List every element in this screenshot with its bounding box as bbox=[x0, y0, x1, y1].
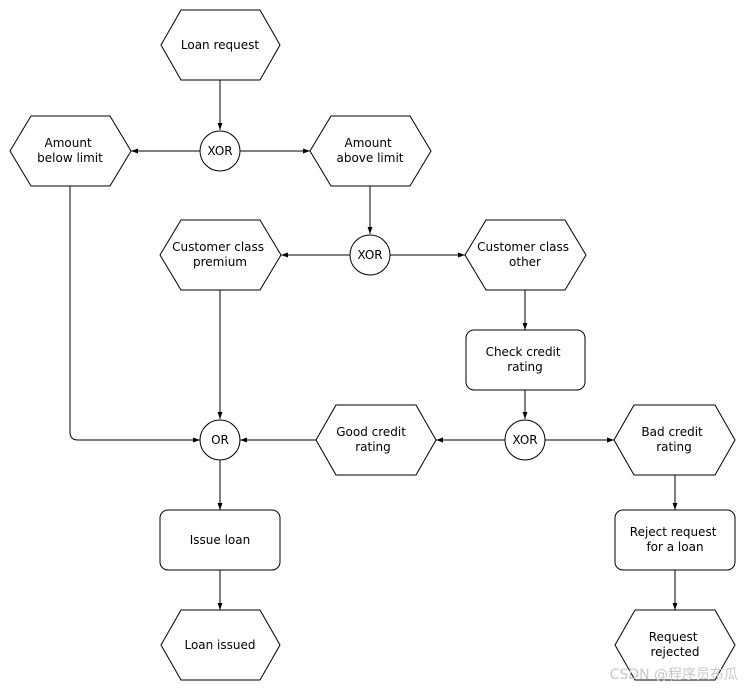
function-label-line-1: Check credit bbox=[486, 345, 561, 359]
event-label-line-1: Request bbox=[649, 630, 698, 644]
svg-text:Request rejected: Request rejected bbox=[649, 630, 702, 659]
event-label-line-2: premium bbox=[193, 255, 247, 269]
event-amount-below-limit: Amount below limit bbox=[9, 115, 132, 187]
event-loan-issued: Loan issued bbox=[160, 609, 281, 681]
svg-text:Good credit rating: Good credit rating bbox=[336, 425, 410, 454]
event-label-line-1: Amount bbox=[345, 136, 392, 150]
edges bbox=[69, 80, 678, 610]
event-label-line-2: rating bbox=[355, 440, 391, 454]
hexagon-shape bbox=[315, 404, 437, 476]
event-customer-class-premium: Customer class premium bbox=[159, 219, 282, 291]
svg-text:Issue loan: Issue loan bbox=[190, 533, 250, 547]
event-label-line-2: other bbox=[509, 255, 541, 269]
svg-text:Bad credit rating: Bad credit rating bbox=[641, 425, 706, 454]
event-loan-request: Loan request bbox=[160, 9, 281, 81]
hexagon-shape bbox=[309, 115, 432, 187]
event-label-line-2: above limit bbox=[336, 151, 403, 165]
event-amount-above-limit: Amount above limit bbox=[309, 115, 432, 187]
connector-label: XOR bbox=[357, 248, 382, 262]
function-label-line-1: Reject request bbox=[630, 525, 717, 539]
event-label: Loan issued bbox=[184, 638, 255, 652]
event-label-line-1: Customer class bbox=[172, 240, 264, 254]
hexagon-shape bbox=[613, 404, 736, 476]
connector-circle bbox=[199, 130, 241, 172]
function-issue-loan: Issue loan bbox=[159, 509, 281, 571]
connector-circle bbox=[504, 419, 546, 461]
function-label-line-2: for a loan bbox=[646, 540, 703, 554]
hexagon-shape bbox=[9, 115, 132, 187]
event-label-line-1: Customer class bbox=[477, 240, 569, 254]
function-check-credit-rating: Check credit rating bbox=[465, 329, 586, 391]
edge-below-limit-to-or bbox=[69, 186, 200, 443]
event-label-line-1: Amount bbox=[45, 136, 92, 150]
hexagon-shape bbox=[160, 609, 281, 681]
event-customer-class-other: Customer class other bbox=[464, 219, 587, 291]
event-label-line-1: Good credit bbox=[336, 425, 406, 439]
svg-text:Customer class premium: Customer class premium bbox=[172, 240, 268, 269]
function-reject-request: Reject request for a loan bbox=[614, 509, 736, 571]
connector-xor-amount: XOR bbox=[199, 130, 241, 172]
svg-text:Loan issued: Loan issued bbox=[184, 638, 255, 652]
function-label-line-2: rating bbox=[507, 360, 543, 374]
function-label: Issue loan bbox=[190, 533, 250, 547]
connector-label: OR bbox=[211, 433, 229, 447]
hexagon-shape bbox=[159, 219, 282, 291]
watermark-text: CSDN @程序员布瓜 bbox=[610, 667, 738, 683]
hexagon-shape bbox=[464, 219, 587, 291]
connector-label: XOR bbox=[512, 433, 537, 447]
event-label-line-2: below limit bbox=[37, 151, 103, 165]
event-bad-credit-rating: Bad credit rating bbox=[613, 404, 736, 476]
connector-xor-customer: XOR bbox=[349, 234, 391, 276]
connector-label: XOR bbox=[207, 144, 232, 158]
connector-or-join: OR bbox=[199, 419, 241, 461]
svg-text:Check credit rating: Check credit rating bbox=[486, 345, 565, 374]
event-label: Loan request bbox=[181, 38, 260, 52]
event-label-line-1: Bad credit bbox=[641, 425, 703, 439]
svg-text:Customer class other: Customer class other bbox=[477, 240, 573, 269]
hexagon-shape bbox=[160, 9, 281, 81]
hexagon-shape bbox=[614, 609, 736, 681]
svg-text:Amount below limit: Amount below limit bbox=[37, 136, 103, 165]
svg-text:Amount above limit: Amount above limit bbox=[336, 136, 403, 165]
event-request-rejected: Request rejected bbox=[614, 609, 736, 681]
event-label-line-2: rejected bbox=[650, 645, 699, 659]
svg-text:Reject request for a loa: Reject request for a loan bbox=[630, 525, 720, 554]
svg-text:Loan request: Loan request bbox=[181, 38, 260, 52]
event-label-line-2: rating bbox=[656, 440, 692, 454]
connector-xor-credit: XOR bbox=[504, 419, 546, 461]
connector-circle bbox=[349, 234, 391, 276]
function-box bbox=[465, 329, 586, 391]
event-good-credit-rating: Good credit rating bbox=[315, 404, 437, 476]
connector-circle bbox=[199, 419, 241, 461]
function-box bbox=[159, 509, 281, 571]
function-box bbox=[614, 509, 736, 571]
